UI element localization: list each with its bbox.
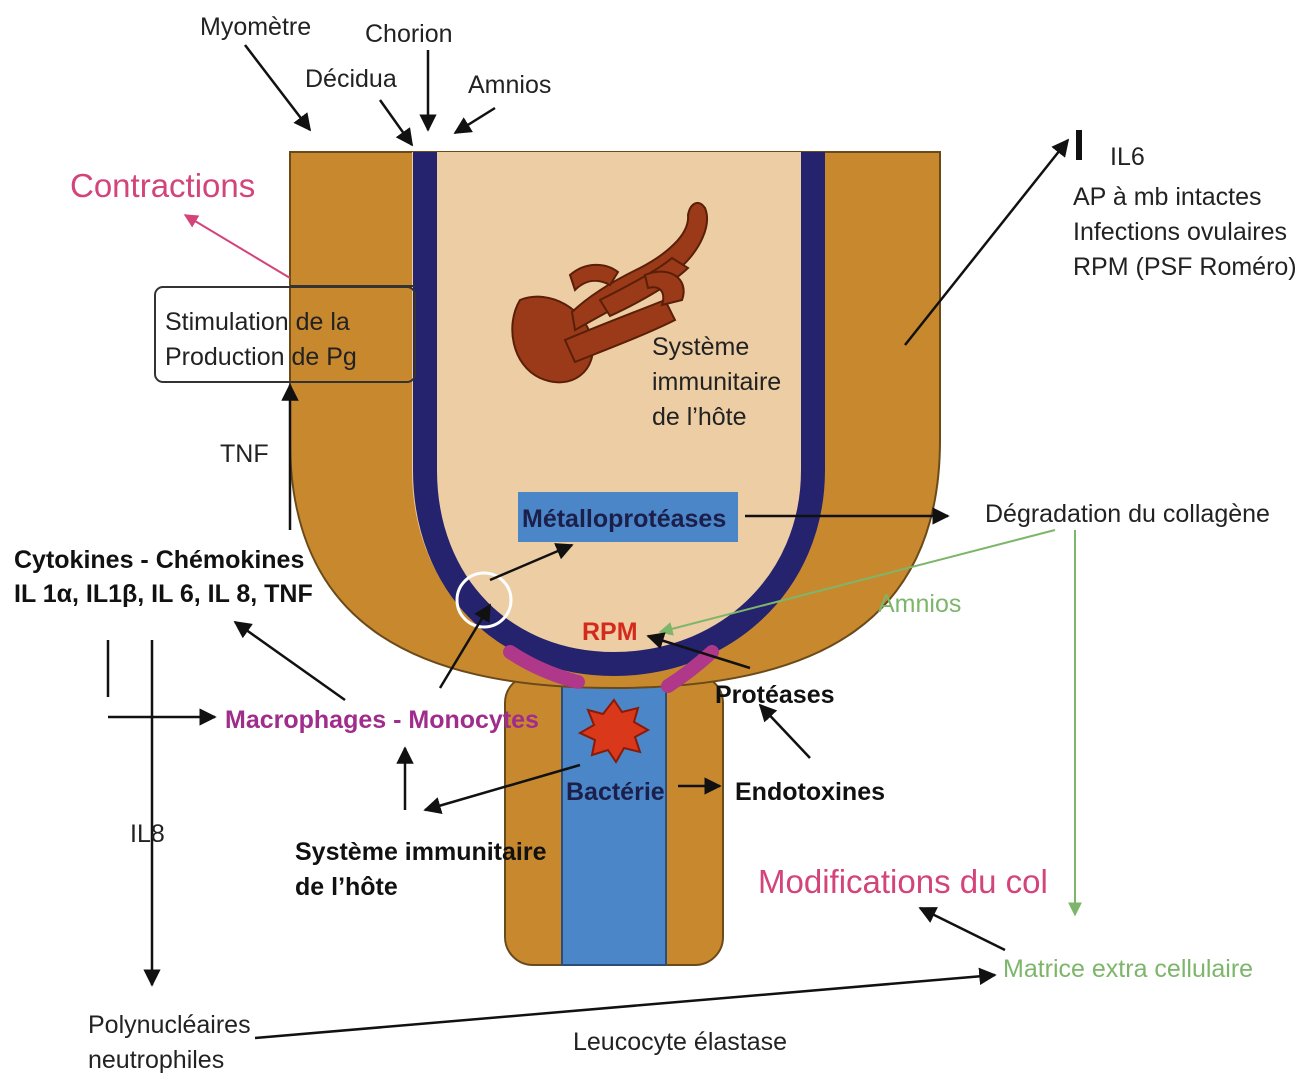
label-stimulation-1: Stimulation de la (165, 308, 350, 336)
label-macrophages: Macrophages - Monocytes (225, 706, 539, 734)
label-right-1: AP à mb intactes (1073, 183, 1262, 211)
label-metalloproteases: Métalloprotéases (522, 505, 726, 533)
arrow-contractions (185, 215, 290, 278)
label-degradation: Dégradation du collagène (985, 500, 1270, 528)
arrow-amnios-top (455, 108, 495, 133)
label-decidua: Décidua (305, 65, 397, 93)
label-contractions: Contractions (70, 167, 255, 204)
label-right-2: Infections ovulaires (1073, 218, 1287, 246)
label-endotoxines: Endotoxines (735, 778, 885, 806)
label-amnios-top: Amnios (468, 71, 551, 99)
label-amnios-green: Amnios (878, 590, 961, 618)
label-systeme-bottom-1: Système immunitaire (295, 838, 547, 866)
arrow-myometre (245, 45, 310, 130)
label-right-3: RPM (PSF Roméro) (1073, 253, 1297, 281)
label-proteases: Protéases (715, 681, 835, 709)
up-arrow-icon (1076, 130, 1082, 160)
label-systeme-bottom-2: de l’hôte (295, 873, 398, 901)
arrow-cytokines-macrophages (108, 640, 215, 717)
label-chorion: Chorion (365, 20, 453, 48)
label-polynucleaires-1: Polynucléaires (88, 1011, 251, 1039)
label-modifications: Modifications du col (758, 863, 1048, 900)
label-bacterie: Bactérie (566, 778, 665, 806)
label-matrice: Matrice extra cellulaire (1003, 955, 1253, 983)
label-myometre: Myomètre (200, 13, 311, 41)
label-systeme-inner-1: Système (652, 333, 749, 361)
label-systeme-inner-2: immunitaire (652, 368, 781, 396)
arrow-matrice-modifications (920, 908, 1005, 950)
label-il6: IL6 (1110, 143, 1145, 171)
label-rpm: RPM (582, 618, 638, 646)
label-cytokines-2: IL 1α, IL1β, IL 6, IL 8, TNF (14, 580, 313, 608)
label-stimulation-2: Production de Pg (165, 343, 357, 371)
arrow-decidua (380, 100, 412, 145)
label-il8: IL8 (130, 820, 165, 848)
arrow-macrophages-cytokines (235, 622, 345, 700)
arrow-endotoxines-proteases (760, 705, 810, 758)
label-tnf: TNF (220, 440, 269, 468)
label-systeme-inner-3: de l’hôte (652, 403, 747, 431)
label-polynucleaires-2: neutrophiles (88, 1046, 224, 1074)
label-leucocyte: Leucocyte élastase (573, 1028, 787, 1056)
label-cytokines-1: Cytokines - Chémokines (14, 546, 304, 574)
